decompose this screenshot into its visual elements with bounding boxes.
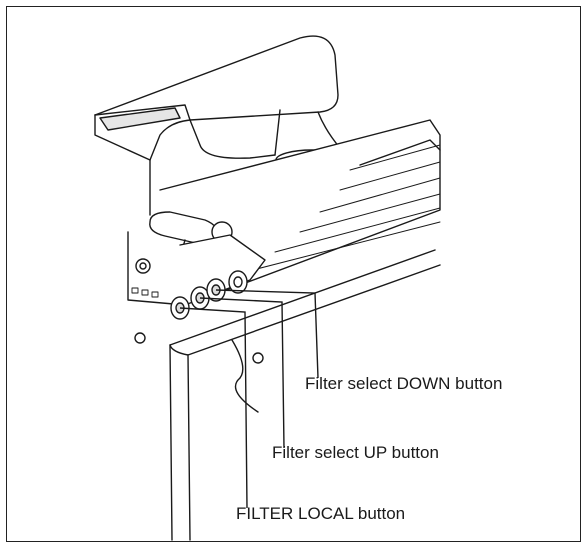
lower-panel-corner xyxy=(170,345,188,355)
handle-arm-front xyxy=(190,120,275,158)
leader-lines xyxy=(180,290,318,508)
callout-filter-select-up: Filter select UP button xyxy=(272,443,439,463)
handle-arm-inner xyxy=(275,110,280,155)
side-connector xyxy=(229,271,247,293)
side-screw xyxy=(136,259,150,273)
lower-screw xyxy=(253,353,263,363)
handle-top xyxy=(95,36,338,160)
leader-filter-down xyxy=(216,290,318,378)
callout-filter-select-down: Filter select DOWN button xyxy=(305,374,502,394)
callout-filter-local: FILTER LOCAL button xyxy=(236,504,405,524)
side-hole xyxy=(135,333,145,343)
